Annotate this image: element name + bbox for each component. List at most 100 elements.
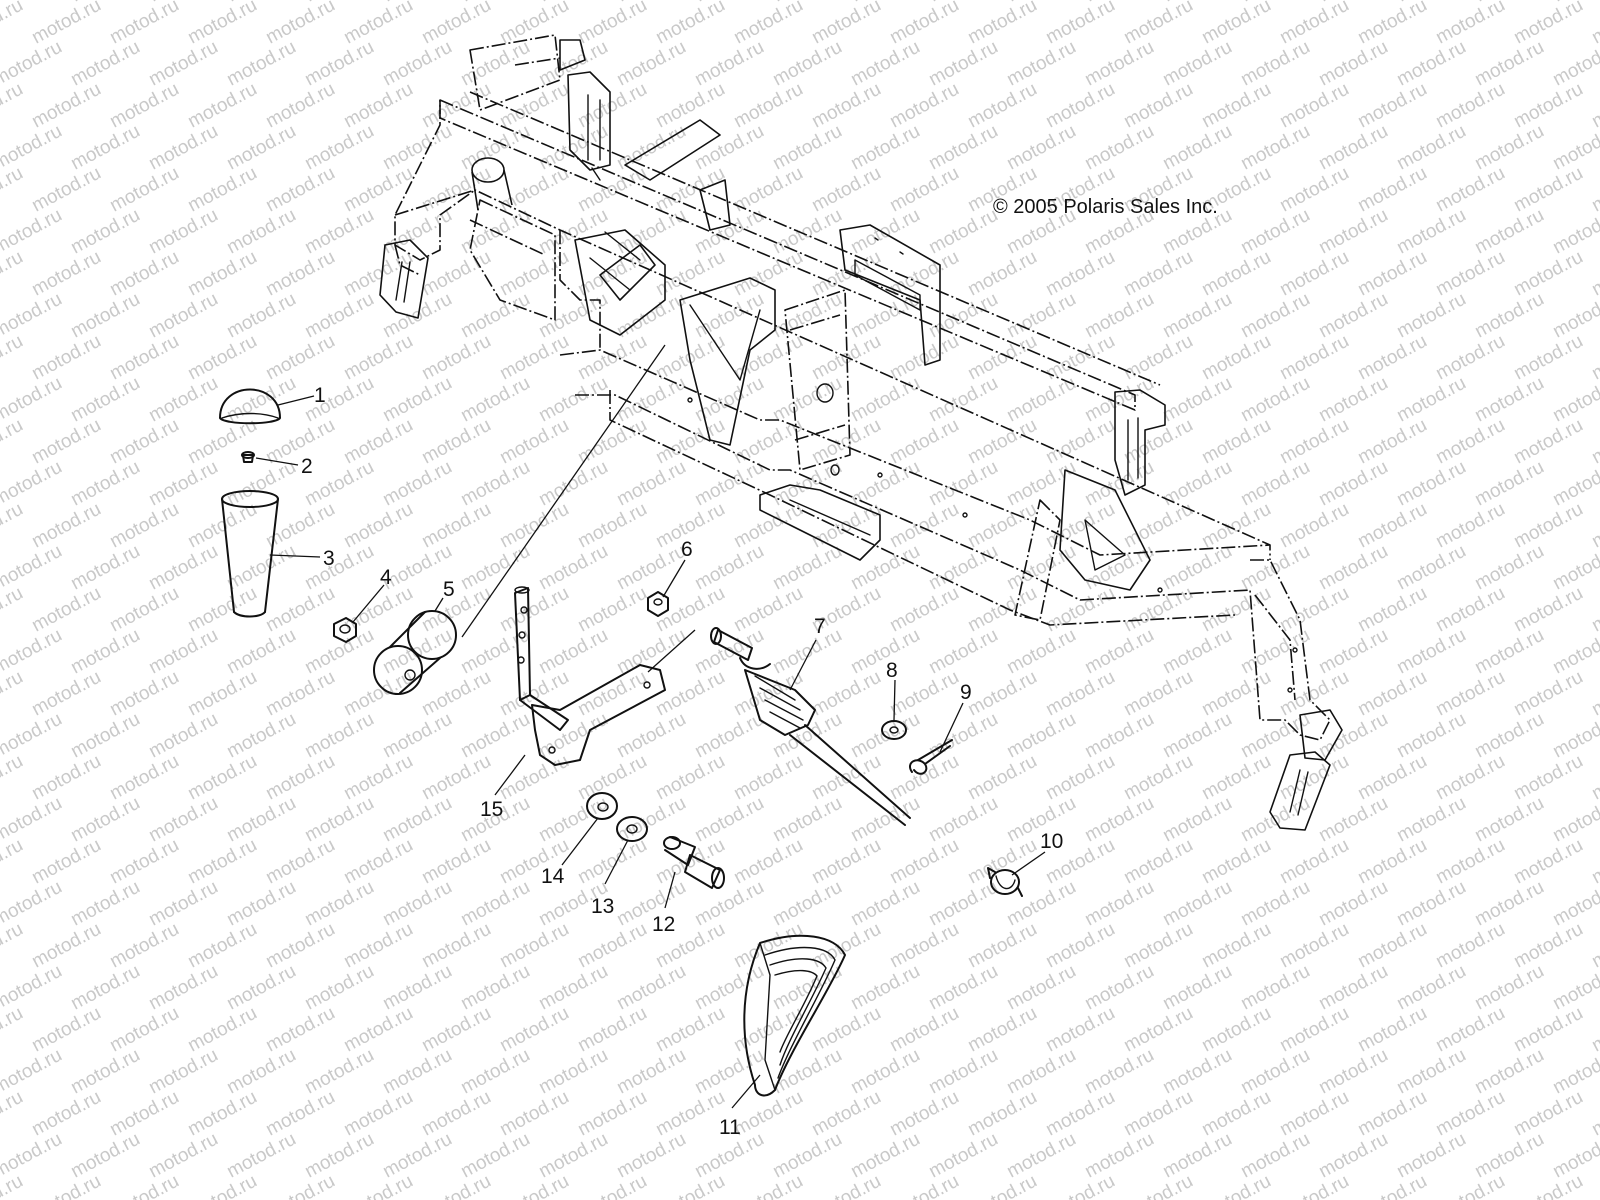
part-1-cap[interactable] xyxy=(219,388,281,425)
watermark-text: motod.ru xyxy=(1276,331,1352,385)
watermark-text: motod.ru xyxy=(1393,1129,1469,1183)
callout-4: 4 xyxy=(380,566,392,589)
watermark-text: motod.ru xyxy=(613,961,689,1015)
watermark-text: motod.ru xyxy=(1081,289,1157,343)
watermark-text: motod.ru xyxy=(1237,289,1313,343)
watermark-text: motod.ru xyxy=(847,877,923,931)
watermark-text: motod.ru xyxy=(535,1045,611,1099)
watermark-text: motod.ru xyxy=(67,709,143,763)
watermark-text: motod.ru xyxy=(1198,1003,1274,1057)
watermark-text: motod.ru xyxy=(223,457,299,511)
watermark-text: motod.ru xyxy=(1393,709,1469,763)
part-8-washer[interactable] xyxy=(881,720,907,740)
watermark-text: motod.ru xyxy=(1198,919,1274,973)
watermark-text: motod.ru xyxy=(1159,37,1235,91)
watermark-text: motod.ru xyxy=(28,247,104,301)
watermark-text: motod.ru xyxy=(1393,1045,1469,1099)
watermark-text: motod.ru xyxy=(1432,415,1508,469)
watermark-text: motod.ru xyxy=(1588,1171,1600,1200)
watermark-text: motod.ru xyxy=(652,751,728,805)
watermark-text: motod.ru xyxy=(223,121,299,175)
watermark-text: motod.ru xyxy=(496,331,572,385)
watermark-text: motod.ru xyxy=(613,625,689,679)
part-11-pad[interactable] xyxy=(743,934,846,1097)
watermark-text: motod.ru xyxy=(886,0,962,48)
watermark-text: motod.ru xyxy=(1276,499,1352,553)
part-4-nut[interactable] xyxy=(333,617,357,643)
watermark-text: motod.ru xyxy=(28,667,104,721)
watermark-text: motod.ru xyxy=(301,1129,377,1183)
watermark-text: motod.ru xyxy=(1276,919,1352,973)
watermark-text: motod.ru xyxy=(379,121,455,175)
watermark-text: motod.ru xyxy=(457,121,533,175)
watermark-text: motod.ru xyxy=(847,1045,923,1099)
watermark-text: motod.ru xyxy=(418,667,494,721)
watermark-text: motod.ru xyxy=(301,121,377,175)
watermark-text: motod.ru xyxy=(1120,331,1196,385)
watermark-text: motod.ru xyxy=(847,121,923,175)
watermark-text: motod.ru xyxy=(691,37,767,91)
watermark-text: motod.ru xyxy=(262,79,338,133)
watermark-text: motod.ru xyxy=(28,1003,104,1057)
watermark-text: motod.ru xyxy=(106,331,182,385)
watermark-text: motod.ru xyxy=(1432,1087,1508,1141)
watermark-text: motod.ru xyxy=(535,961,611,1015)
watermark-text: motod.ru xyxy=(379,289,455,343)
watermark-text: motod.ru xyxy=(106,751,182,805)
watermark-text: motod.ru xyxy=(223,541,299,595)
watermark-text: motod.ru xyxy=(1588,667,1600,721)
watermark-text: motod.ru xyxy=(1081,541,1157,595)
watermark-text: motod.ru xyxy=(1354,163,1430,217)
watermark-text: motod.ru xyxy=(145,793,221,847)
watermark-text: motod.ru xyxy=(1393,289,1469,343)
watermark-text: motod.ru xyxy=(925,373,1001,427)
watermark-text: motod.ru xyxy=(262,667,338,721)
watermark-text: motod.ru xyxy=(1159,373,1235,427)
watermark-text: motod.ru xyxy=(1003,709,1079,763)
watermark-text: motod.ru xyxy=(1237,205,1313,259)
watermark-text: motod.ru xyxy=(1315,1129,1391,1183)
watermark-text: motod.ru xyxy=(1042,499,1118,553)
part-2-screw[interactable] xyxy=(241,451,255,463)
watermark-text: motod.ru xyxy=(1588,919,1600,973)
watermark-text: motod.ru xyxy=(106,835,182,889)
watermark-text: motod.ru xyxy=(769,625,845,679)
watermark-text: motod.ru xyxy=(28,583,104,637)
watermark-text: motod.ru xyxy=(1081,709,1157,763)
part-5-bumper[interactable] xyxy=(373,610,457,695)
watermark-text: motod.ru xyxy=(1432,667,1508,721)
watermark-text: motod.ru xyxy=(1081,625,1157,679)
watermark-text: motod.ru xyxy=(1432,0,1508,48)
watermark-text: motod.ru xyxy=(301,709,377,763)
part-14-washer[interactable] xyxy=(586,792,618,820)
watermark-text: motod.ru xyxy=(1237,961,1313,1015)
watermark-text: motod.ru xyxy=(340,0,416,48)
part-6-nut[interactable] xyxy=(647,591,669,617)
part-15-bracket[interactable] xyxy=(514,586,666,766)
watermark-text: motod.ru xyxy=(1237,373,1313,427)
watermark-text: motod.ru xyxy=(847,37,923,91)
watermark-text: motod.ru xyxy=(145,709,221,763)
watermark-text: motod.ru xyxy=(1471,1045,1547,1099)
watermark-text: motod.ru xyxy=(535,1129,611,1183)
watermark-text: motod.ru xyxy=(340,499,416,553)
watermark-text: motod.ru xyxy=(652,1171,728,1200)
watermark-text: motod.ru xyxy=(1120,1003,1196,1057)
watermark-text: motod.ru xyxy=(1354,751,1430,805)
watermark-text: motod.ru xyxy=(1081,37,1157,91)
watermark-text: motod.ru xyxy=(535,625,611,679)
part-13-washer[interactable] xyxy=(616,816,648,842)
watermark-text: motod.ru xyxy=(652,247,728,301)
callout-1: 1 xyxy=(314,384,326,407)
watermark-text: motod.ru xyxy=(223,373,299,427)
watermark-text: motod.ru xyxy=(1198,499,1274,553)
watermark-text: motod.ru xyxy=(1159,625,1235,679)
part-7-shock[interactable] xyxy=(710,627,911,826)
watermark-text: motod.ru xyxy=(613,37,689,91)
watermark-text: motod.ru xyxy=(184,163,260,217)
watermark-text: motod.ru xyxy=(418,751,494,805)
part-10-clamp[interactable] xyxy=(987,867,1023,897)
part-9-pin[interactable] xyxy=(909,739,953,775)
part-12-bushing[interactable] xyxy=(663,836,725,889)
watermark-text: motod.ru xyxy=(1003,373,1079,427)
